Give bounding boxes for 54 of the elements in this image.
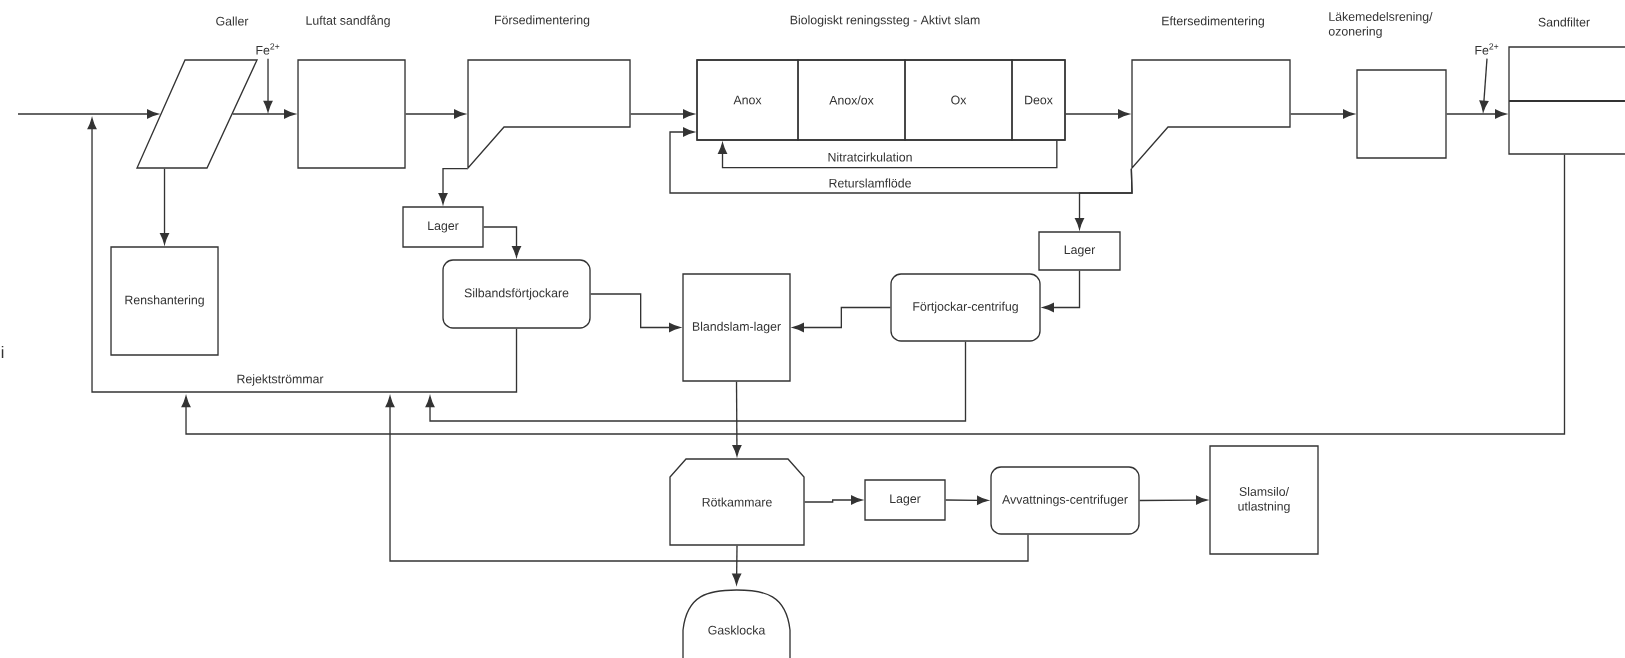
arrow bbox=[425, 341, 967, 422]
arrow bbox=[263, 58, 273, 112]
arrow bbox=[232, 109, 296, 119]
rounded-process-box: Silbandsförtjockare bbox=[442, 259, 591, 329]
edge-label: Returslamflöde bbox=[826, 176, 914, 190]
arrow bbox=[945, 495, 989, 505]
process-box: Ox bbox=[904, 59, 1013, 141]
arrow bbox=[1290, 109, 1355, 119]
arrow bbox=[1479, 58, 1489, 112]
arrow bbox=[483, 226, 521, 258]
heading-label: Biologiskt reningssteg - Aktivt slam bbox=[790, 15, 980, 27]
process-box: Lager bbox=[1038, 231, 1121, 271]
heading-label: Läkemedelsrening/ ozonering bbox=[1328, 11, 1433, 39]
arrow bbox=[17, 109, 159, 119]
process-box: Lager bbox=[402, 206, 484, 248]
arrow bbox=[87, 118, 518, 393]
arrow bbox=[792, 306, 891, 332]
edge-label: Rejektströmmar bbox=[234, 372, 326, 388]
process-box: Slamsilo/ utlastning bbox=[1209, 445, 1319, 555]
text-label: i bbox=[1, 345, 4, 359]
heading-label: Luftat sandfång bbox=[306, 14, 390, 28]
arrow bbox=[181, 154, 1566, 435]
rounded-process-box: Avvattnings-centrifuger bbox=[990, 466, 1140, 535]
arrow bbox=[1139, 495, 1208, 505]
process-box: Renshantering bbox=[110, 246, 219, 356]
arrow bbox=[160, 168, 170, 245]
dome-tank: Gasklocka bbox=[682, 589, 791, 658]
arrow bbox=[1065, 109, 1130, 119]
arrow bbox=[1075, 168, 1133, 230]
process-box: Anox bbox=[696, 59, 799, 141]
arrow bbox=[405, 109, 466, 119]
process-box: Deox bbox=[1011, 59, 1066, 141]
ion-label: Fe$^{2+}$ bbox=[1475, 43, 1499, 55]
heading-label: Galler bbox=[216, 16, 249, 26]
rounded-process-box: Förtjockar-centrifug bbox=[890, 273, 1041, 342]
edge-label: Nitratcirkulation bbox=[825, 150, 915, 164]
arrow bbox=[385, 396, 1029, 562]
arrow bbox=[804, 495, 863, 505]
process-box: Lager bbox=[864, 479, 946, 521]
process-box: Blandslam-lager bbox=[682, 273, 791, 382]
arrow bbox=[732, 381, 742, 457]
digester-box: Rötkammare bbox=[669, 458, 805, 546]
heading-label: Eftersedimentering bbox=[1162, 16, 1264, 28]
ion-label: Fe$^{2+}$ bbox=[256, 43, 280, 55]
arrow bbox=[718, 140, 1058, 169]
arrow bbox=[630, 109, 695, 119]
arrow bbox=[438, 168, 468, 205]
heading-label: Försedimentering bbox=[495, 15, 590, 27]
heading-label: Sandfilter bbox=[1538, 17, 1590, 27]
arrow bbox=[732, 545, 742, 585]
process-box: Anox/ox bbox=[797, 59, 906, 141]
arrow bbox=[1042, 270, 1081, 312]
arrow bbox=[1446, 109, 1507, 119]
arrow bbox=[590, 293, 681, 332]
